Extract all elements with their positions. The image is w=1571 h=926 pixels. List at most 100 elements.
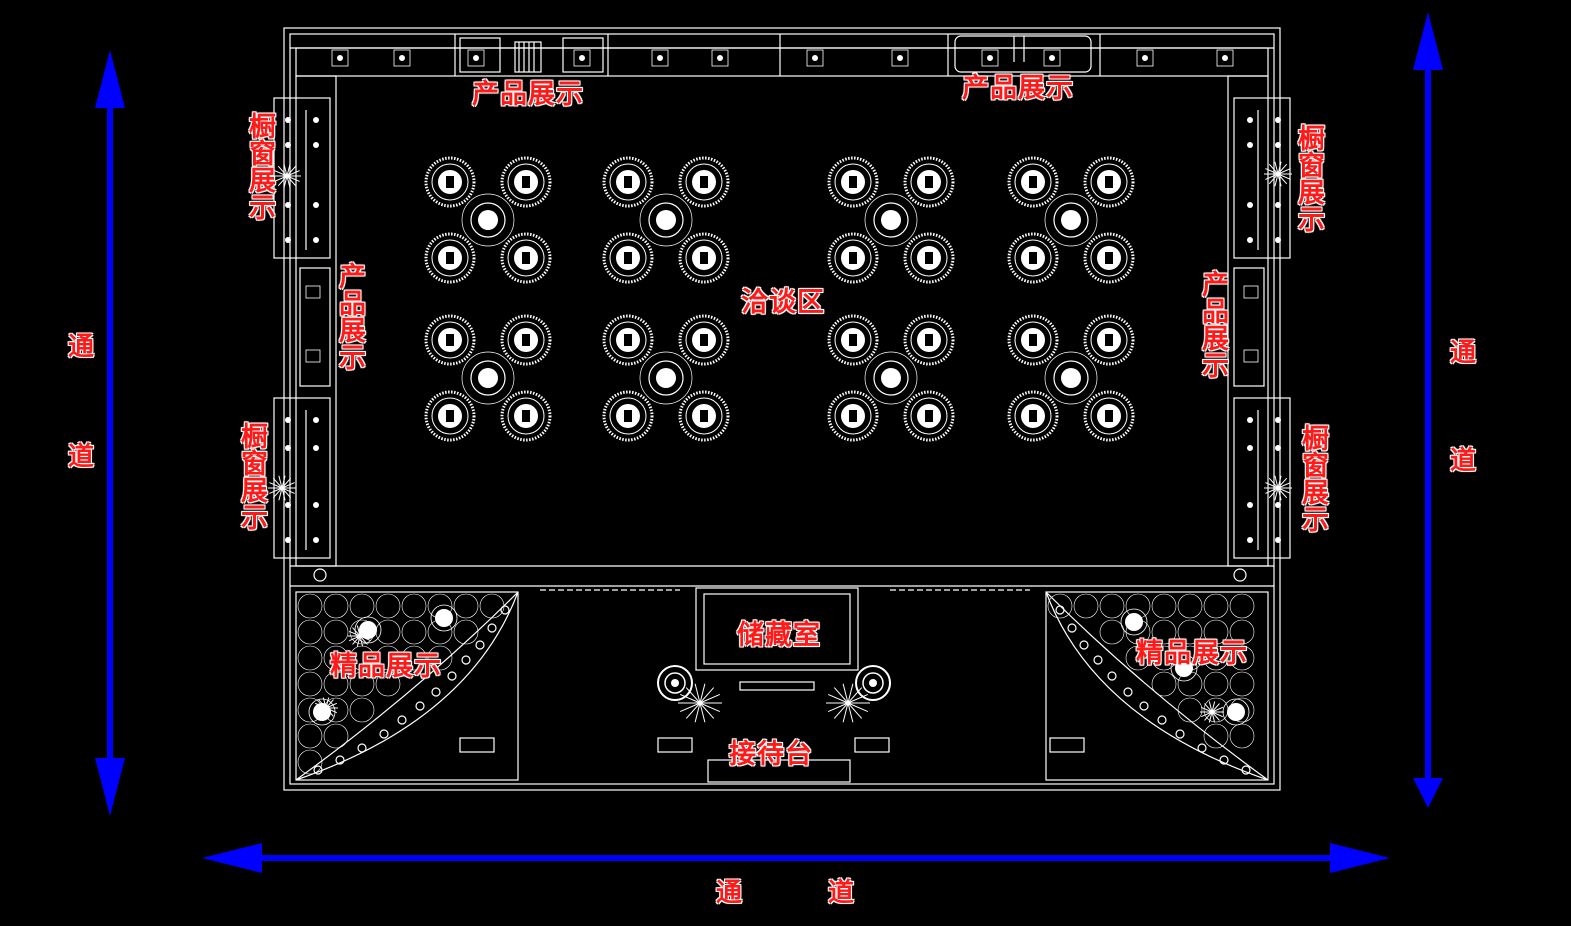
chair-icon	[602, 314, 654, 366]
aisle-label-right-1: 通	[1450, 338, 1477, 368]
spotlight-icon	[285, 417, 291, 423]
spotlight-icon	[1247, 417, 1253, 423]
chair-icon	[424, 390, 476, 442]
chair-icon	[500, 232, 552, 284]
spotlight-icon	[285, 117, 291, 123]
spotlight-icon	[579, 55, 585, 61]
display-light-icon	[435, 609, 453, 627]
chair-icon	[827, 390, 879, 442]
spotlight-icon	[1247, 537, 1253, 543]
spotlight-icon	[812, 55, 818, 61]
table-group	[1007, 314, 1135, 442]
spotlight-icon	[1247, 117, 1253, 123]
spotlight-icon	[717, 55, 723, 61]
plant-icon	[1200, 701, 1224, 723]
chair-icon	[602, 156, 654, 208]
plant-icon	[678, 683, 722, 723]
spotlight-icon	[1247, 502, 1253, 508]
table-group	[424, 314, 552, 442]
chair-icon	[500, 390, 552, 442]
spotlight-icon	[285, 502, 291, 508]
chair-icon	[1083, 390, 1135, 442]
display-light-icon	[1175, 659, 1193, 677]
spotlight-icon	[987, 55, 993, 61]
display-light-icon	[1125, 613, 1143, 631]
chair-icon	[1007, 156, 1059, 208]
chair-icon	[424, 156, 476, 208]
chair-icon	[903, 390, 955, 442]
spotlight-icon	[285, 142, 291, 148]
aisle-label-left-1: 通	[68, 332, 95, 362]
chair-icon	[827, 314, 879, 366]
spotlight-icon	[285, 537, 291, 543]
table-group	[1007, 156, 1135, 284]
plant-icon	[1264, 161, 1292, 187]
spotlight-icon	[1142, 55, 1148, 61]
aisle-arrow-bottom	[202, 843, 1390, 873]
chair-icon	[1007, 390, 1059, 442]
chair-icon	[1007, 232, 1059, 284]
chair-icon	[827, 232, 879, 284]
chair-icon	[1083, 232, 1135, 284]
chair-icon	[678, 390, 730, 442]
spotlight-icon	[399, 55, 405, 61]
chair-icon	[903, 232, 955, 284]
label-storage-room: 储藏室	[737, 620, 821, 651]
spotlight-icon	[285, 445, 291, 451]
plant-icon	[1264, 475, 1292, 501]
chair-icon	[424, 314, 476, 366]
chair-icon	[424, 232, 476, 284]
chair-icon	[678, 232, 730, 284]
label-reception-desk: 接待台	[729, 739, 813, 770]
spotlight-icon	[1247, 142, 1253, 148]
spotlight-icon	[1247, 445, 1253, 451]
table-group	[827, 314, 955, 442]
plant-icon	[826, 683, 870, 723]
aisle-label-left-2: 道	[68, 442, 95, 472]
table-group	[827, 156, 955, 284]
chair-icon	[678, 156, 730, 208]
aisle-arrow-right	[1413, 12, 1443, 808]
label-negotiation-area: 洽谈区	[741, 287, 825, 318]
plant-icon	[268, 475, 296, 501]
chair-icon	[903, 156, 955, 208]
table-group	[602, 156, 730, 284]
label-product-top-left: 产品展示	[472, 79, 584, 110]
spotlight-icon	[1222, 55, 1228, 61]
label-product-left: 产品展示	[334, 262, 365, 370]
label-window-left-bottom: 橱窗展示	[236, 422, 267, 530]
chair-icon	[678, 314, 730, 366]
spotlight-icon	[897, 55, 903, 61]
table-group	[602, 314, 730, 442]
chair-icon	[1083, 314, 1135, 366]
spotlight-icon	[285, 237, 291, 243]
aisle-arrow-left	[95, 50, 125, 816]
label-window-left-top: 橱窗展示	[244, 112, 275, 220]
booth-outline	[273, 27, 1291, 791]
plant-icon	[314, 697, 338, 719]
stool-icon	[855, 665, 891, 701]
stool-icon	[657, 665, 693, 701]
chair-icon	[500, 156, 552, 208]
chair-icon	[602, 232, 654, 284]
chair-icon	[602, 390, 654, 442]
spotlight-icon	[473, 55, 479, 61]
label-window-right-top: 橱窗展示	[1293, 124, 1324, 232]
chair-icon	[1007, 314, 1059, 366]
spotlight-icon	[1247, 202, 1253, 208]
table-group	[424, 156, 552, 284]
aisle-label-bottom-2: 道	[828, 878, 855, 908]
display-light-icon	[1227, 703, 1245, 721]
plant-icon	[273, 163, 301, 189]
chair-icon	[827, 156, 879, 208]
chair-icon	[500, 314, 552, 366]
chair-icon	[1083, 156, 1135, 208]
plant-icon	[348, 625, 372, 647]
spotlight-icon	[1049, 55, 1055, 61]
aisle-label-right-2: 道	[1450, 446, 1477, 476]
label-product-right: 产品展示	[1197, 270, 1228, 378]
label-window-right-bottom: 橱窗展示	[1297, 424, 1328, 532]
label-product-top-right: 产品展示	[962, 73, 1074, 104]
spotlight-icon	[1247, 237, 1253, 243]
